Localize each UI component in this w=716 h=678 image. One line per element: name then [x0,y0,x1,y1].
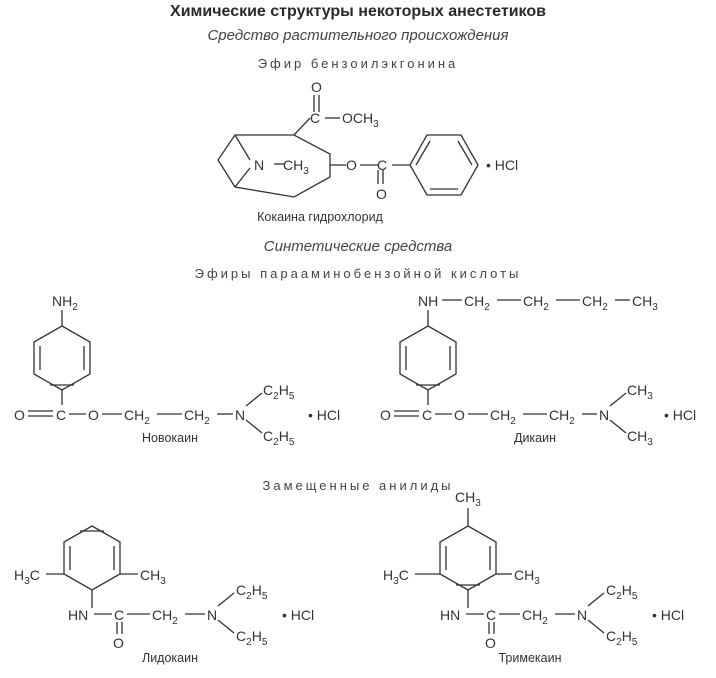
cocaine-ester-o: O [346,157,357,173]
trimecaine-ch2: CH2 [522,607,548,627]
lidocaine-ch2: CH2 [152,607,178,627]
dicaine-ch3-top: CH3 [627,382,653,402]
novocaine-ch2-1: CH2 [124,407,150,427]
trimecaine-structure: CH3 H3C CH3 HN C O CH2 N C2H5 C2H5 • HCl [383,489,684,651]
trimecaine-c2h5-bottom: C2H5 [606,628,638,648]
trimecaine-hn: HN [440,607,460,623]
dicaine-hcl: • HCl [664,407,696,423]
trimecaine-h3c: H3C [383,567,409,587]
novocaine-c2h5-top: C2H5 [263,382,295,402]
dicaine-ch2-5: CH2 [549,407,575,427]
group-ecgonine-heading: Эфир бензоилэкгонина [257,56,459,71]
dicaine-structure: NH CH2 CH2 CH2 CH3 O C O CH2 CH2 N CH3 C… [380,293,696,448]
dicaine-ch2-3: CH2 [582,293,608,313]
cocaine-n-ch3: CH3 [283,157,309,177]
section-plant-heading: Средство растительного происхождения [207,27,509,44]
trimecaine-c2h5-top: C2H5 [606,582,638,602]
cocaine-ester-c-top: C [310,110,320,126]
group-anilides-heading: Замещенные анилиды [262,478,454,493]
dicaine-ch3-bottom: CH3 [627,428,653,448]
caption-dicaine: Дикаин [513,431,557,445]
dicaine-o: O [454,407,465,423]
lidocaine-structure: H3C CH3 HN C O CH2 N C2H5 C2H5 • HCl [14,525,314,651]
lidocaine-ch3: CH3 [140,567,166,587]
dicaine-ch2-1: CH2 [464,293,490,313]
dicaine-ch2-4: CH2 [490,407,516,427]
novocaine-structure: NH2 O C O CH2 CH2 N C2H5 C2H5 • HCl [14,293,340,448]
trimecaine-hcl: • HCl [652,607,684,623]
cocaine-och3: OCH3 [342,110,379,130]
novocaine-hcl: • HCl [308,407,340,423]
cocaine-hcl: • HCl [486,157,518,173]
lidocaine-n: N [207,607,217,623]
lidocaine-h3c: H3C [14,567,40,587]
group-paba-heading: Эфиры парааминобензойной кислоты [194,266,522,281]
cocaine-structure: N CH3 O C OCH3 O C O • HCl [217,79,518,202]
novocaine-carbonyl-o: O [14,407,25,423]
novocaine-nh2: NH2 [52,293,78,313]
cocaine-carbonyl-o: O [376,186,387,202]
caption-lidocaine: Лидокаин [141,651,198,665]
page-title: Химические структуры некоторых анестетик… [170,3,546,20]
dicaine-n: N [599,407,609,423]
cocaine-n: N [254,157,264,173]
trimecaine-carbonyl-o: O [485,635,496,651]
dicaine-c: C [422,407,432,423]
dicaine-nh: NH [418,293,438,309]
dicaine-ch3: CH3 [632,293,658,313]
cocaine-ester-c: C [377,157,387,173]
lidocaine-c: C [114,607,124,623]
lidocaine-hn: HN [68,607,88,623]
trimecaine-n: N [577,607,587,623]
novocaine-c: C [56,407,66,423]
lidocaine-carbonyl-o: O [113,635,124,651]
lidocaine-c2h5-top: C2H5 [236,582,268,602]
trimecaine-ch3-right: CH3 [514,567,540,587]
cocaine-ester-o-top: O [311,79,322,95]
lidocaine-c2h5-bottom: C2H5 [236,628,268,648]
dicaine-ch2-2: CH2 [523,293,549,313]
novocaine-c2h5-bottom: C2H5 [263,428,295,448]
caption-cocaine: Кокаина гидрохлорид [257,210,383,224]
trimecaine-ch3-top: CH3 [455,489,481,509]
novocaine-n: N [235,407,245,423]
lidocaine-hcl: • HCl [282,607,314,623]
dicaine-carbonyl-o: O [380,407,391,423]
novocaine-o: O [88,407,99,423]
caption-novocaine: Новокаин [141,431,198,445]
section-synthetic-heading: Синтетические средства [263,238,453,255]
trimecaine-c: C [486,607,496,623]
caption-trimecaine: Тримекаин [498,651,562,665]
novocaine-ch2-2: CH2 [184,407,210,427]
